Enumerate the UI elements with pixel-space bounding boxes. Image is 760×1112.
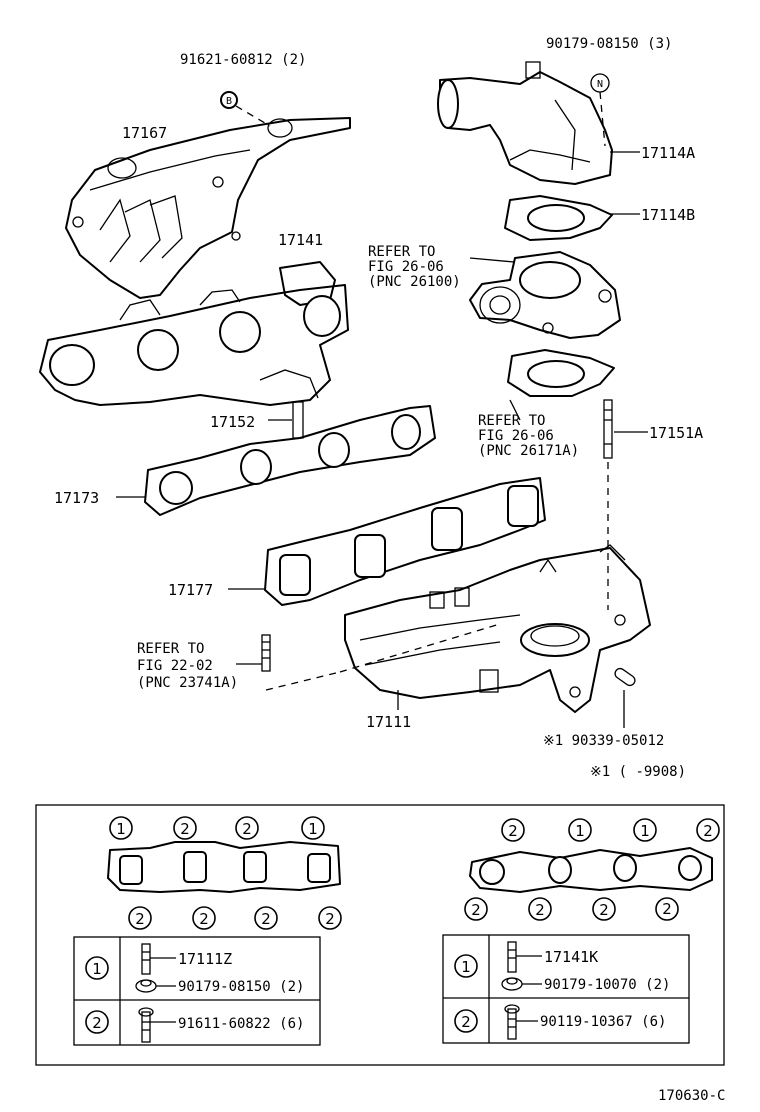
right-table-marker-1: 1 bbox=[461, 958, 471, 976]
heat-insulator-17167[interactable] bbox=[65, 117, 351, 299]
right-table-part-90179-10070[interactable]: 90179-10070 (2) bbox=[544, 977, 670, 993]
legend-left-bottom-markers: 2 2 2 2 bbox=[128, 906, 342, 930]
marker-left-top-3: 2 bbox=[242, 820, 252, 838]
gasket-26171a[interactable] bbox=[507, 349, 615, 397]
gasket-17173[interactable] bbox=[144, 405, 436, 516]
marker-left-bot-2: 2 bbox=[199, 910, 209, 928]
intake-manifold-17111[interactable] bbox=[344, 544, 651, 713]
legend-right-table: 1 2 bbox=[442, 934, 690, 1044]
marker-right-bot-1: 2 bbox=[471, 901, 481, 919]
label-refer2-line1: REFER TO bbox=[478, 413, 545, 429]
label-17167[interactable]: 17167 bbox=[122, 124, 167, 142]
left-table-marker-2: 2 bbox=[92, 1014, 102, 1032]
egr-valve-26100[interactable] bbox=[469, 251, 621, 339]
gasket-17114b[interactable] bbox=[504, 195, 613, 241]
left-table-part-91611-60822[interactable]: 91611-60822 (6) bbox=[178, 1016, 304, 1032]
label-refer1-line3: (PNC 26100) bbox=[368, 274, 461, 290]
label-refer2-line3: (PNC 26171A) bbox=[478, 443, 579, 459]
figure-id: 170630-C bbox=[658, 1088, 725, 1104]
marker-right-top-1: 2 bbox=[508, 822, 518, 840]
marker-left-bot-3: 2 bbox=[261, 910, 271, 928]
marker-right-bot-2: 2 bbox=[535, 901, 545, 919]
note-9908: ※1 ( -9908) bbox=[590, 764, 686, 780]
bolt-91621[interactable]: B bbox=[220, 91, 271, 127]
label-refer3-line1: REFER TO bbox=[137, 641, 204, 657]
label-refer2-line2[interactable]: FIG 26-06 bbox=[478, 428, 554, 444]
stud-17151a[interactable] bbox=[603, 399, 613, 610]
legend-left-table: 1 2 bbox=[73, 936, 321, 1046]
label-17173[interactable]: 17173 bbox=[54, 489, 99, 507]
left-table-marker-1: 1 bbox=[92, 960, 102, 978]
label-17151a[interactable]: 17151A bbox=[649, 424, 703, 442]
legend-right-gasket bbox=[469, 847, 713, 893]
marker-right-top-4: 2 bbox=[703, 822, 713, 840]
label-17152[interactable]: 17152 bbox=[210, 413, 255, 431]
left-table-part-90179-08150[interactable]: 90179-08150 (2) bbox=[178, 979, 304, 995]
right-table-part-90119-10367[interactable]: 90119-10367 (6) bbox=[540, 1014, 666, 1030]
marker-left-top-1: 1 bbox=[116, 820, 126, 838]
exhaust-manifold-17141[interactable] bbox=[39, 261, 349, 439]
marker-left-bot-1: 2 bbox=[135, 910, 145, 928]
label-17114a[interactable]: 17114A bbox=[641, 144, 695, 162]
label-pin-90339[interactable]: ※1 90339-05012 bbox=[543, 733, 664, 749]
label-nut-90179[interactable]: 90179-08150 (3) bbox=[546, 36, 672, 52]
label-refer3-line2[interactable]: FIG 22-02 bbox=[137, 658, 213, 674]
legend-right-top-markers: 2 1 1 2 bbox=[501, 818, 720, 842]
label-refer1-line2[interactable]: FIG 26-06 bbox=[368, 259, 444, 275]
label-17114b[interactable]: 17114B bbox=[641, 206, 695, 224]
marker-right-bot-4: 2 bbox=[662, 900, 672, 918]
label-bolt-91621[interactable]: 91621-60812 (2) bbox=[180, 52, 306, 68]
label-17177[interactable]: 17177 bbox=[168, 581, 213, 599]
marker-right-top-2: 1 bbox=[575, 822, 585, 840]
gasket-17177[interactable] bbox=[264, 477, 546, 606]
label-17141[interactable]: 17141 bbox=[278, 231, 323, 249]
pin-90339[interactable] bbox=[613, 667, 637, 728]
marker-left-top-4: 1 bbox=[308, 820, 318, 838]
label-17111[interactable]: 17111 bbox=[366, 713, 411, 731]
right-table-marker-2: 2 bbox=[461, 1013, 471, 1031]
legend-right-bottom-markers: 2 2 2 2 bbox=[464, 897, 679, 921]
marker-left-top-2: 2 bbox=[180, 820, 190, 838]
label-refer3-line3: (PNC 23741A) bbox=[137, 675, 238, 691]
marker-left-bot-4: 2 bbox=[325, 910, 335, 928]
inlet-pipe-17114a[interactable] bbox=[437, 61, 613, 185]
bolt-mark-b: B bbox=[226, 96, 232, 107]
right-table-part-17141k[interactable]: 17141K bbox=[544, 948, 598, 966]
nut-mark-n-text: N bbox=[597, 79, 603, 90]
legend-left-top-markers: 1 2 2 1 bbox=[109, 816, 325, 840]
stud-refer-22-02[interactable] bbox=[261, 623, 501, 691]
legend-box bbox=[35, 804, 725, 1066]
marker-right-top-3: 1 bbox=[640, 822, 650, 840]
label-refer1-line1: REFER TO bbox=[368, 244, 435, 260]
legend-left-gasket bbox=[107, 841, 341, 893]
left-table-part-17111z[interactable]: 17111Z bbox=[178, 950, 232, 968]
marker-right-bot-3: 2 bbox=[599, 901, 609, 919]
